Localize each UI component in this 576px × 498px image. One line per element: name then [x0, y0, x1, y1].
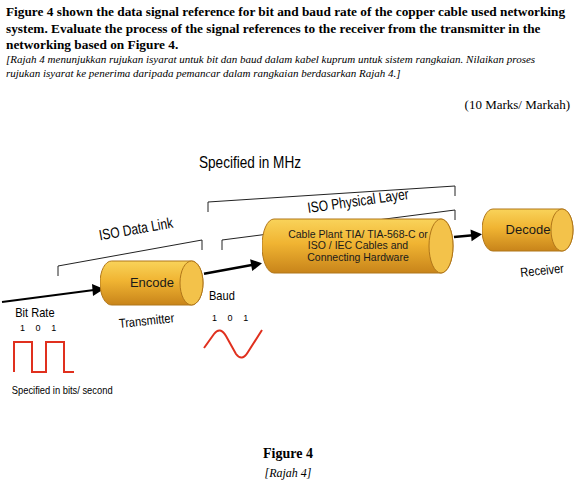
text-label: Bit Rate	[15, 305, 75, 321]
node-text: Encode	[120, 276, 184, 290]
cylinder-node: Encode	[100, 260, 204, 306]
connector-arrow	[204, 259, 262, 273]
text-label: Baud	[209, 288, 243, 304]
connector-arrow	[454, 229, 482, 241]
text-label: 1 0 1	[20, 323, 76, 334]
text-label: (10 Marks/ Markah)	[400, 97, 570, 113]
text-label: Specified in MHz	[178, 153, 322, 173]
baud-wave	[204, 330, 262, 358]
text-label: Transmitter	[118, 308, 196, 332]
input-arrow	[2, 284, 104, 302]
figure-caption: Figure 4	[188, 446, 388, 463]
node-text: Decode	[500, 223, 556, 237]
text-label: Receiver	[520, 259, 576, 281]
text-label: [Rajah 4]	[188, 466, 388, 480]
node-text: Cable Plant TIA/ TIA-568-C or ISO / IEC …	[283, 229, 433, 262]
text-label: 1 0 1	[212, 313, 262, 324]
text-label: Specified in bits/ second	[12, 384, 123, 397]
text-label: ISO Physical Layer	[285, 182, 430, 220]
cylinder-node: Cable Plant TIA/ TIA-568-C or ISO / IEC …	[262, 218, 454, 274]
text-label: ISO Data Link	[79, 210, 192, 247]
square-wave	[14, 342, 74, 372]
cylinder-node: Decode	[482, 208, 574, 252]
text-label: Figure 4 shown the data signal reference…	[6, 4, 570, 54]
text-label: [Rajah 4 menunjukkan rujukan isyarat unt…	[6, 52, 570, 81]
